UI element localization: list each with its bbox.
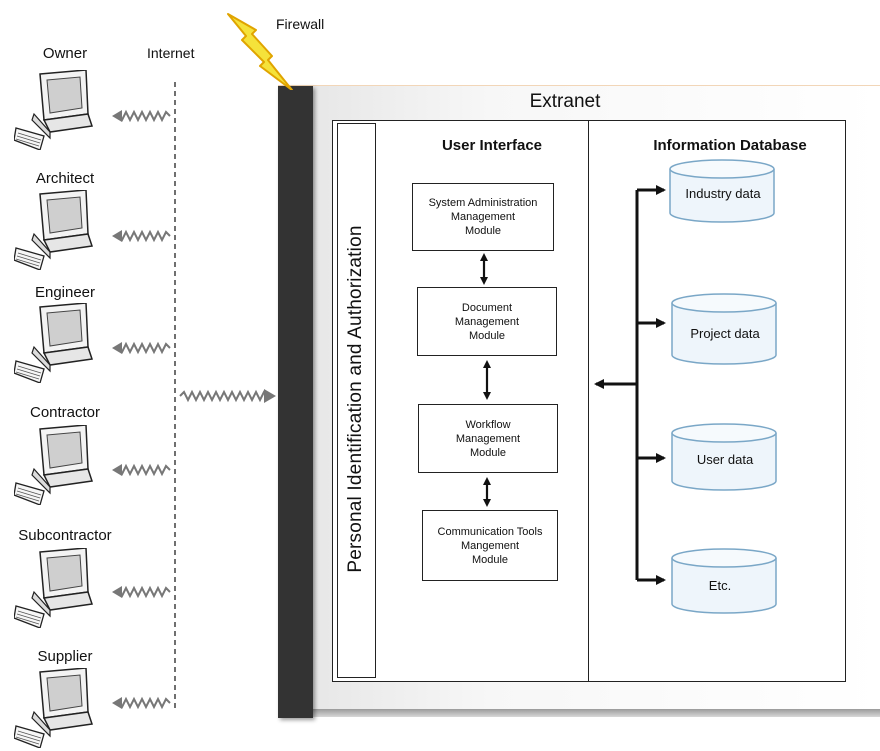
- module-line: Document: [461, 301, 513, 314]
- module-line: Mangement: [460, 539, 520, 552]
- user-label-architect: Architect: [35, 170, 95, 187]
- internet-label: Internet: [147, 45, 195, 61]
- firewall-wall: [278, 86, 313, 718]
- etc-data-label: Etc.: [708, 578, 732, 593]
- database-cylinder-icon: [671, 423, 777, 491]
- module-line: Module: [469, 446, 507, 459]
- user-label-subcontractor: Subcontractor: [18, 527, 112, 544]
- arrowheads: [112, 110, 276, 709]
- computer-icon: [14, 70, 104, 150]
- computer-icon: [14, 668, 104, 748]
- extranet-bottom-shadow: [278, 709, 880, 717]
- module-line: Module: [468, 329, 506, 342]
- user-label-supplier: Supplier: [37, 648, 93, 665]
- user-data-label: User data: [696, 452, 754, 467]
- module-line: Communication Tools: [437, 525, 543, 538]
- industry-data-label: Industry data: [685, 186, 761, 201]
- database-cylinder-icon: [669, 159, 775, 223]
- user-label-owner: Owner: [42, 45, 88, 62]
- user-interface-title: User Interface: [441, 137, 543, 154]
- computer-icon: [14, 548, 104, 628]
- module-line: Workflow: [465, 418, 511, 431]
- user-label-contractor: Contractor: [29, 404, 101, 421]
- firewall-lightning-icon: [227, 13, 293, 90]
- module-line: Module: [471, 553, 509, 566]
- user-connection-arrows: [117, 109, 269, 710]
- auth-box: [337, 123, 376, 678]
- project-data-label: Project data: [690, 326, 760, 341]
- computer-icon: [14, 303, 104, 383]
- extranet-title: Extranet: [529, 91, 601, 112]
- firewall-label: Firewall: [276, 16, 325, 32]
- section-divider: [588, 120, 589, 682]
- auth-label: Personal Identification and Authorizatio…: [345, 225, 366, 573]
- database-cylinder-icon: [671, 548, 777, 614]
- database-cylinder-icon: [671, 293, 777, 365]
- module-line: System Administration: [428, 197, 538, 209]
- module-line: Management: [450, 211, 516, 223]
- user-label-engineer: Engineer: [34, 284, 96, 301]
- module-line: Management: [455, 432, 521, 445]
- module-line: Module: [464, 225, 502, 237]
- module-line: Management: [454, 315, 520, 328]
- information-database-title: Information Database: [653, 137, 807, 154]
- computer-icon: [14, 190, 104, 270]
- computer-icon: [14, 425, 104, 505]
